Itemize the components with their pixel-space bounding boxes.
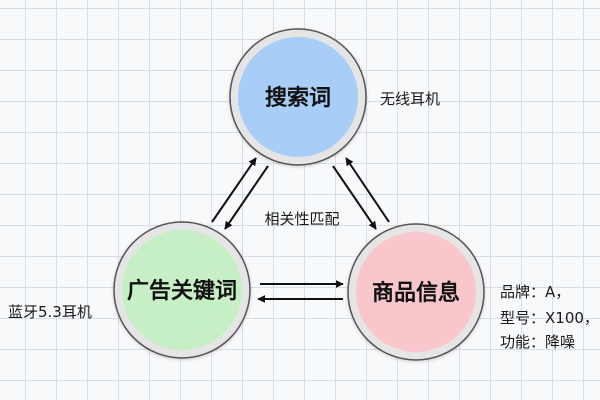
search-product-arrows	[332, 157, 390, 230]
product-attribute-function: 功能：降噪	[500, 333, 575, 351]
relevance-match-label: 相关性匹配	[264, 210, 339, 228]
product-info-circle	[356, 232, 476, 352]
search-term-circle	[238, 37, 358, 157]
search-term-node: 搜索词	[229, 28, 367, 166]
product-info-label: 商品信息	[372, 280, 460, 306]
product-attribute-brand: 品牌：A，	[500, 283, 570, 301]
arrow-ad-to-search	[211, 157, 257, 223]
ad-keyword-label: 广告关键词	[127, 278, 237, 304]
arrow-search-to-product	[332, 165, 377, 230]
arrow-search-to-ad	[224, 165, 269, 230]
search-term-note: 无线耳机	[380, 90, 440, 108]
product-attribute-model: 型号：X100，	[500, 309, 599, 327]
ad-keyword-node: 广告关键词	[113, 221, 251, 359]
arrow-product-to-search	[345, 157, 390, 223]
search-term-label: 搜索词	[265, 86, 331, 111]
product-info-node: 商品信息	[347, 223, 485, 361]
ad-keyword-circle	[122, 230, 242, 350]
search-ad-arrows	[211, 157, 269, 230]
ad-keyword-note: 蓝牙5.3耳机	[8, 303, 92, 321]
ad-product-arrows	[257, 280, 344, 303]
